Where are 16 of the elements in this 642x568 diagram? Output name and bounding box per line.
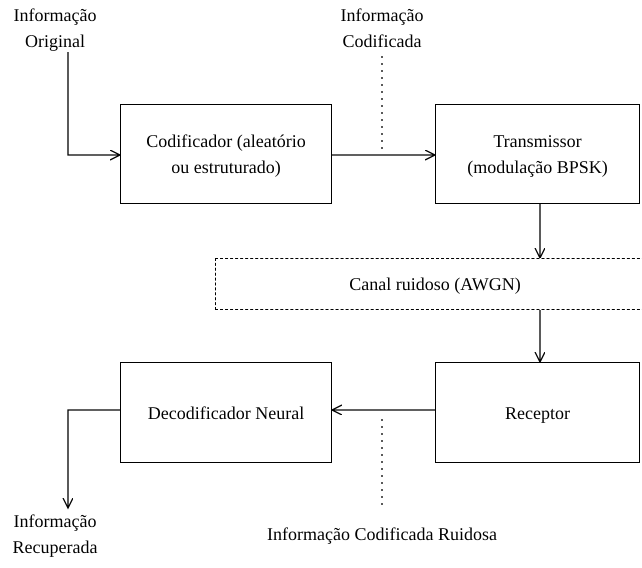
text-label: Informação Recuperada [0, 508, 110, 560]
text-label: Informação Codificada Ruidosa [262, 508, 502, 560]
process-box: Transmissor (modulação BPSK) [435, 104, 640, 204]
arrow [62, 409, 120, 509]
text-label: Informação Original [0, 4, 110, 52]
text-label: Informação Codificada [322, 4, 442, 52]
process-box: Receptor [435, 362, 640, 463]
arrow [331, 404, 435, 416]
arrow [534, 310, 546, 363]
arrow [332, 149, 436, 161]
arrow [534, 204, 546, 259]
process-box: Decodificador Neural [120, 362, 332, 463]
process-box: Codificador (aleatório ou estruturado) [120, 104, 332, 204]
leader-line [381, 56, 383, 152]
channel-box: Canal ruidoso (AWGN) [215, 258, 642, 310]
arrow [67, 52, 121, 161]
